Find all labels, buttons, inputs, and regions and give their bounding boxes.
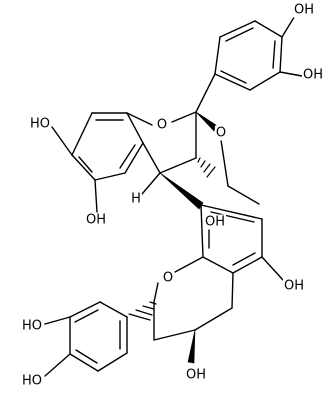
atom-label-background <box>292 2 316 18</box>
atom-label-background <box>130 191 142 207</box>
label-h-stereo: H <box>131 192 141 207</box>
atom-label-background <box>28 116 52 132</box>
atom-label-background <box>84 212 108 228</box>
label-oh-center: OH <box>86 213 106 228</box>
stereo-wedge-c4 <box>159 172 204 210</box>
label-oh-bottom: OH <box>186 368 206 383</box>
atom-label-background <box>20 318 44 334</box>
atom-label-background <box>203 214 227 230</box>
label-oh-top-right-2: OH <box>303 68 323 83</box>
upper-c-ring <box>126 73 216 195</box>
upper-a-ring <box>51 112 144 213</box>
label-ring-o-upper: O <box>157 118 167 133</box>
stereo-hash-c2-lower <box>128 301 157 321</box>
label-ho-left-upper: HO <box>30 117 50 132</box>
atom-label-background <box>155 117 169 133</box>
atom-label-background <box>214 125 228 141</box>
atom-label-background <box>301 67 325 83</box>
atom-label-background <box>161 270 175 286</box>
label-ho-left-lower-2: HO <box>22 374 42 389</box>
lower-a-ring <box>200 204 284 281</box>
stereo-hash-c3 <box>197 157 216 178</box>
ether-bridge <box>220 139 260 205</box>
label-oh-right-lower: OH <box>284 279 304 294</box>
label-ring-o-lower: O <box>163 271 173 286</box>
label-oh-upper-mid: OH <box>205 215 225 230</box>
upper-catechol-ring <box>214 13 303 91</box>
stereo-wedge-c3-lower <box>187 329 196 364</box>
label-ho-left-lower-1: HO <box>22 319 42 334</box>
lower-c-ring <box>153 256 234 341</box>
atom-label-background <box>184 367 208 383</box>
stereo-wedge-bridge <box>195 111 217 132</box>
label-oh-top-right-1: OH <box>294 3 314 18</box>
label-bridge-o: O <box>216 126 226 141</box>
atom-label-background <box>20 373 44 389</box>
atom-label-background <box>282 278 306 294</box>
lower-catechol-ring <box>44 301 128 377</box>
